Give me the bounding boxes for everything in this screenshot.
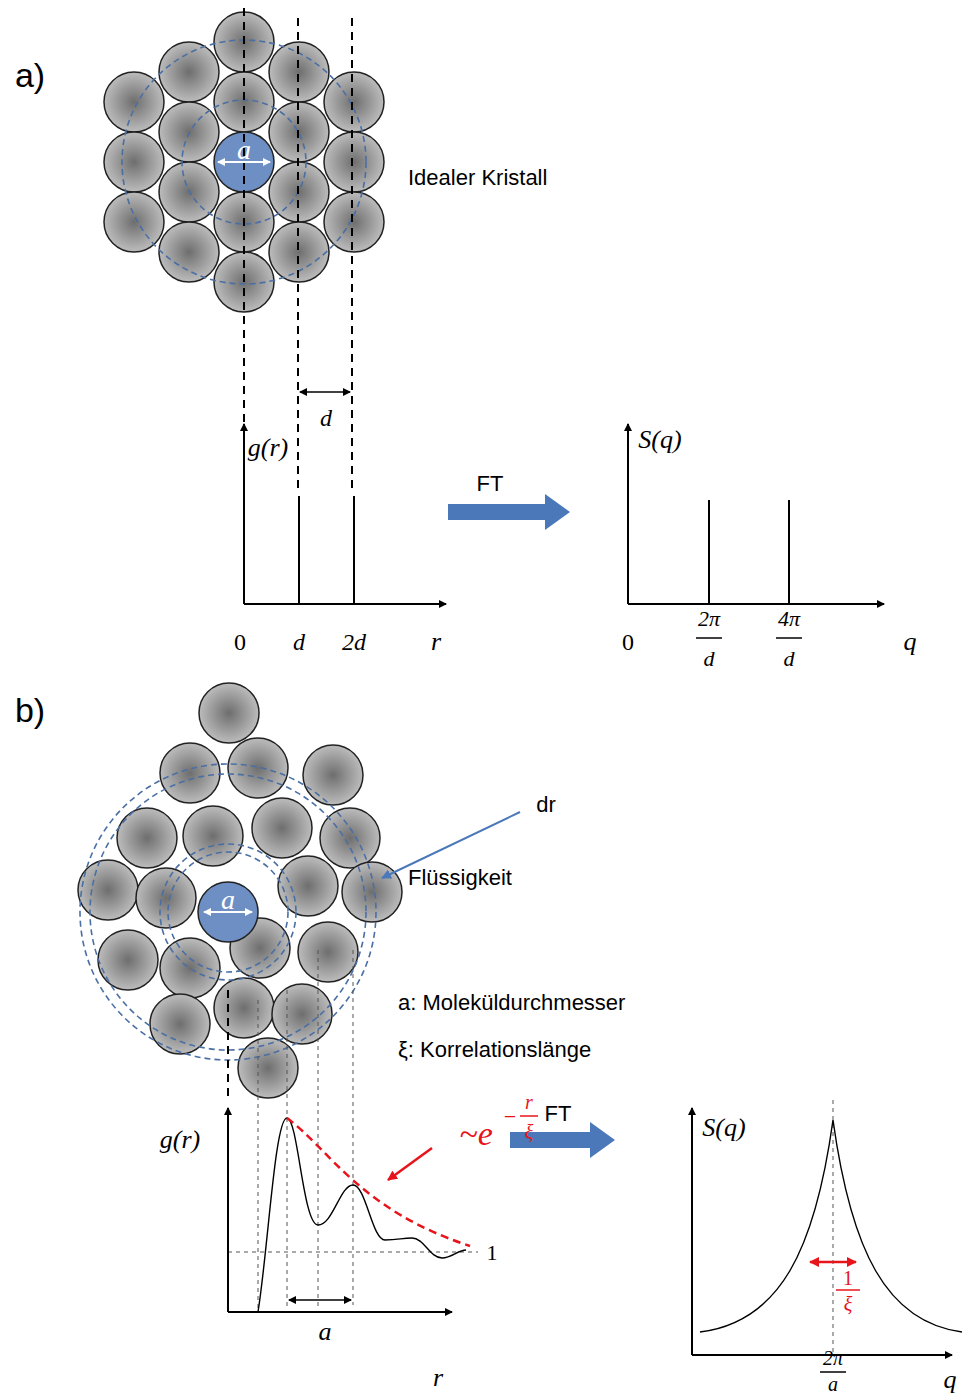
- guide-lines: [227, 990, 229, 1100]
- molecule: [303, 745, 363, 805]
- panel-label: a): [15, 58, 45, 92]
- molecule: [150, 994, 210, 1054]
- molecule: [298, 922, 358, 982]
- molecule: [272, 984, 332, 1044]
- molecule: [324, 132, 384, 192]
- baseline-label: 1: [487, 1242, 498, 1264]
- axis-label: q: [904, 629, 917, 655]
- molecule: [104, 72, 164, 132]
- tick-label: 4π: [778, 608, 800, 630]
- molecule: [199, 683, 259, 743]
- legend-note: ξ: Korrelationslänge: [398, 1039, 591, 1061]
- spacing-label: a: [319, 1319, 332, 1345]
- ft-arrow: [510, 1122, 615, 1158]
- tick-label: d: [704, 648, 715, 670]
- exp-formula: ~e: [459, 1117, 493, 1151]
- molecule: [104, 132, 164, 192]
- axis-title: g(r): [160, 1127, 200, 1153]
- tick-label: a: [828, 1374, 838, 1394]
- exp-formula: −: [504, 1106, 516, 1128]
- spacing-label: d: [320, 406, 332, 430]
- molecule: [214, 978, 274, 1038]
- exp-envelope: [287, 1118, 470, 1246]
- gr-curve: [258, 1118, 466, 1312]
- diameter-label: a: [237, 136, 251, 164]
- axes: [228, 1108, 952, 1355]
- shell-circles: [80, 764, 376, 1060]
- ft-label: FT: [477, 473, 504, 495]
- molecule: [324, 192, 384, 252]
- tick-label: 0: [234, 630, 246, 654]
- tick-label: 2π: [823, 1348, 843, 1368]
- width-label: 1: [843, 1268, 853, 1288]
- panel-label: b): [15, 693, 45, 727]
- molecule: [252, 798, 312, 858]
- fraction-bar: [696, 637, 722, 639]
- tick-label: 2π: [698, 608, 720, 630]
- axis-title: S(q): [638, 427, 681, 453]
- molecule: [159, 222, 219, 282]
- legend-note: a: Moleküldurchmesser: [398, 992, 625, 1014]
- molecule: [160, 938, 220, 998]
- molecule: [342, 862, 402, 922]
- width-arrow: [810, 1261, 856, 1264]
- axis-label: r: [433, 1365, 443, 1391]
- tick-label: 0: [622, 630, 634, 654]
- molecule: [104, 192, 164, 252]
- state-label: Idealer Kristall: [408, 167, 547, 189]
- axis-label: r: [431, 629, 441, 655]
- fraction-bar: [836, 1289, 860, 1291]
- exp-formula: ξ: [525, 1122, 534, 1142]
- shell-label: dr: [536, 794, 556, 816]
- reference-molecule: [198, 882, 258, 942]
- fraction-bar: [520, 1115, 538, 1117]
- axis-title: g(r): [248, 435, 288, 461]
- diameter-label: a: [221, 886, 235, 914]
- molecule: [324, 72, 384, 132]
- molecule: [238, 1038, 298, 1098]
- axis-label: q: [944, 1367, 957, 1393]
- guide-lines: [228, 950, 833, 1352]
- axis-title: S(q): [702, 1115, 745, 1141]
- ft-label: FT: [545, 1103, 572, 1125]
- ft-arrow: [448, 494, 570, 530]
- tick-label: 2d: [342, 630, 366, 654]
- molecule: [117, 808, 177, 868]
- molecule: [160, 743, 220, 803]
- molecule: [159, 42, 219, 102]
- molecule: [136, 868, 196, 928]
- fraction-bar: [776, 637, 802, 639]
- exp-formula: r: [525, 1092, 533, 1112]
- width-label: ξ: [844, 1294, 853, 1314]
- molecule: [98, 930, 158, 990]
- tick-label: d: [784, 648, 795, 670]
- molecule: [183, 806, 243, 866]
- state-label: Flüssigkeit: [408, 867, 512, 889]
- molecule: [78, 860, 138, 920]
- sq-peak: [700, 1120, 962, 1332]
- liquid-packing: [78, 683, 402, 1098]
- exp-leader: [388, 1148, 432, 1180]
- spacing-arrow: [300, 391, 350, 393]
- molecule: [228, 738, 288, 798]
- tick-label: d: [293, 630, 305, 654]
- axes: [244, 424, 884, 604]
- fraction-bar: [820, 1371, 846, 1373]
- spacing-arrow: [289, 1299, 351, 1301]
